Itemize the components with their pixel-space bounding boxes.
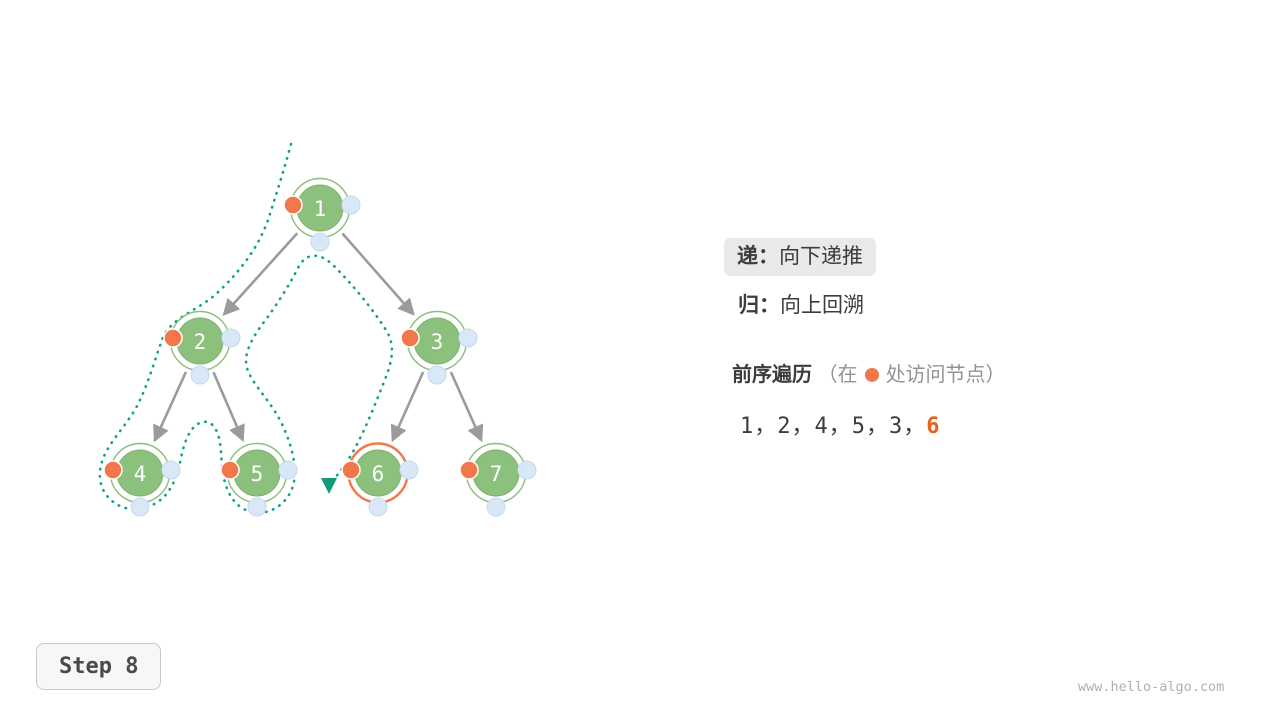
inorder-slot-dot [221,328,241,348]
preorder-visit-dot [163,328,183,348]
preorder-visit-dot [220,460,240,480]
inorder-slot-dot [341,195,361,215]
preorder-visit-dot [459,460,479,480]
current-pointer-icon [321,478,337,494]
tree-edge [390,371,425,443]
recursion-trace-path [98,142,394,514]
node-label: 4 [134,462,147,486]
info-panel: 递：向下递推 归：向上回溯 前序遍历 （在 处访问节点） 1，2，4，5，3，6 [724,238,1204,440]
tree-node-1: 1 [283,177,361,252]
inorder-slot-dot [517,460,537,480]
legend-recurse: 递：向下递推 [724,238,876,276]
backtrack-label: 归： [738,294,780,317]
traversal-title: 前序遍历 [732,364,812,386]
inorder-slot-dot [458,328,478,348]
inorder-slot-dot [161,460,181,480]
node-label: 6 [372,462,385,486]
tree-edge [153,371,188,443]
inorder-slot-dot [399,460,419,480]
node-label: 7 [490,462,503,486]
node-label: 1 [314,197,327,221]
recurse-label: 递： [737,245,779,268]
traversal-caption: 前序遍历 （在 处访问节点） [732,362,1204,388]
postorder-slot-dot [427,365,447,385]
tree-node-6: 6 [341,442,419,517]
node-label: 2 [194,330,207,354]
tree-node-3: 3 [400,310,478,385]
node-label: 5 [251,462,264,486]
postorder-slot-dot [247,497,267,517]
tree-node-4: 4 [103,442,181,517]
traversal-note-open: （在 [817,364,858,386]
backtrack-text: 向上回溯 [780,294,864,317]
traversal-note-close: 处访问节点） [885,364,1006,386]
postorder-slot-dot [368,497,388,517]
preorder-visit-dot [283,195,303,215]
tree-edge [449,371,484,443]
postorder-slot-dot [190,365,210,385]
node-label: 3 [431,330,444,354]
traversal-sequence: 1，2，4，5，3，6 [740,408,1204,440]
preorder-visit-dot [400,328,420,348]
recurse-text: 向下递推 [779,245,863,268]
tree-edge [222,232,299,317]
tree-edge [212,371,245,443]
postorder-slot-dot [486,497,506,517]
inorder-slot-dot [278,460,298,480]
tree-edge [341,232,415,316]
preorder-visit-dot [103,460,123,480]
postorder-slot-dot [130,497,150,517]
postorder-slot-dot [310,232,330,252]
legend-backtrack: 归：向上回溯 [738,293,1204,319]
tree-node-7: 7 [459,442,537,517]
preorder-visit-dot [341,460,361,480]
sequence-current: 6 [926,414,941,439]
visit-dot-icon [864,368,879,382]
tree-node-2: 2 [163,310,241,385]
sequence-visited: 1，2，4，5，3， [740,414,927,439]
watermark: www.hello-algo.com [1078,679,1225,695]
tree-node-5: 5 [220,442,298,517]
step-badge: Step 8 [36,643,162,690]
